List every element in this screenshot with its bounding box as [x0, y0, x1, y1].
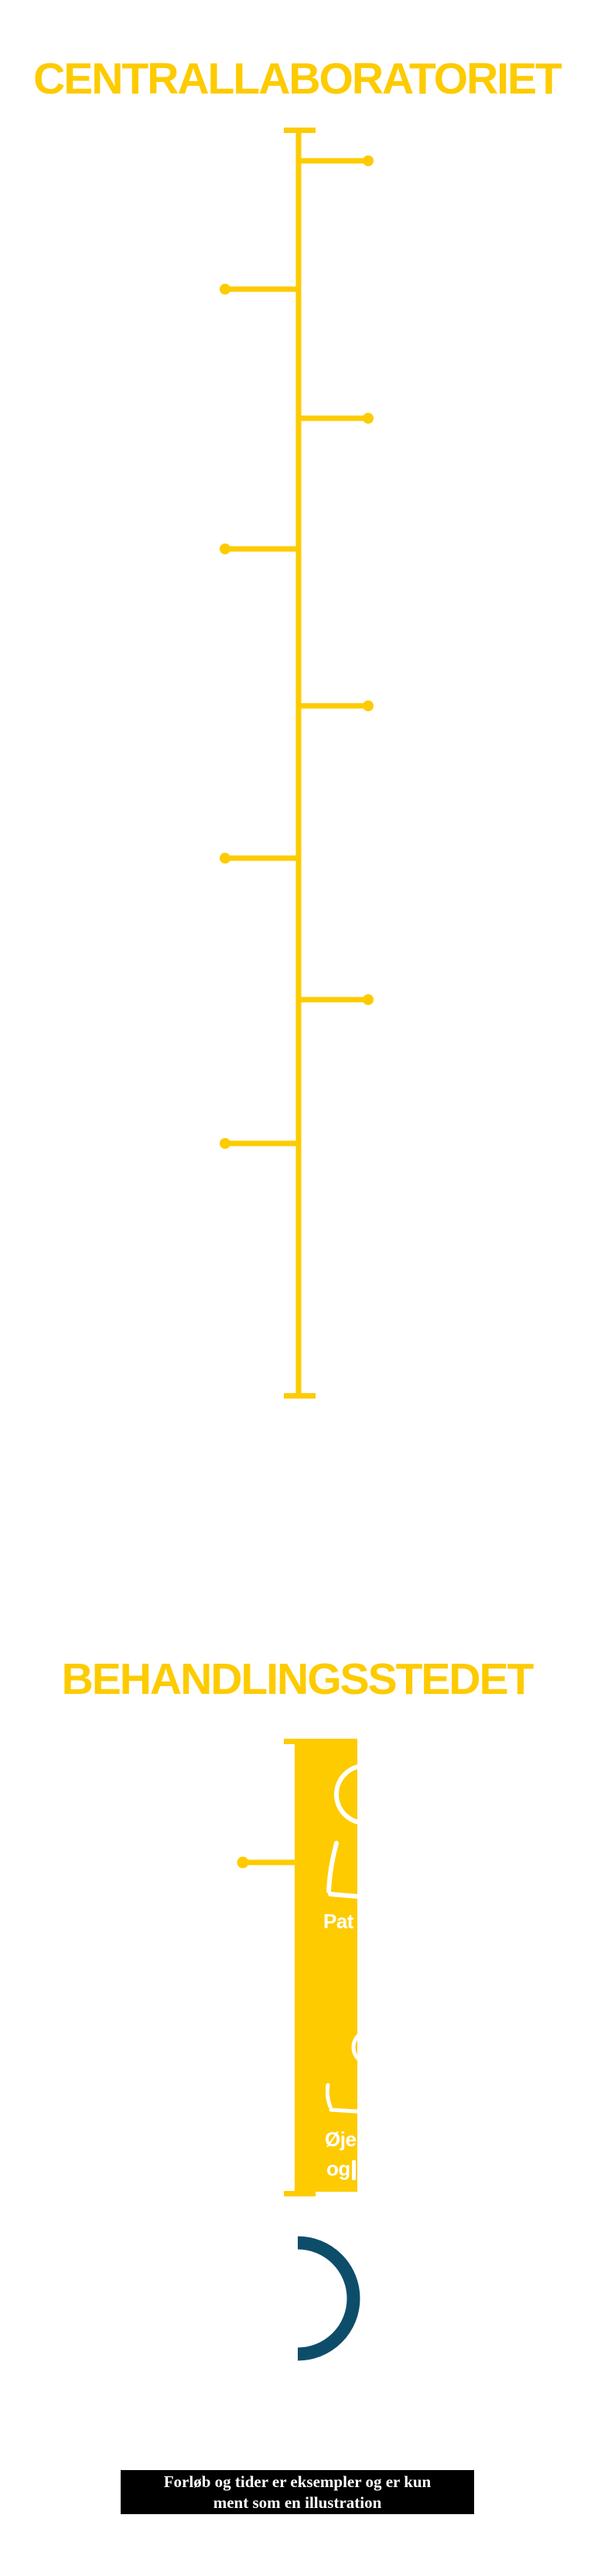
return-arc	[297, 2236, 360, 2361]
timeline-branch-dot	[220, 543, 230, 554]
timeline-branch-dot	[220, 284, 230, 295]
timeline-branch-dot	[363, 155, 374, 166]
person-icon	[326, 2033, 357, 2114]
timeline-branch-line	[299, 703, 367, 709]
timeline-top-cap	[284, 128, 316, 133]
section-title-centrallaboratoriet: CENTRALLABORATORIET	[33, 54, 562, 104]
timeline-branch-dot	[363, 413, 374, 424]
section-title-behandlingsstedet: BEHANDLINGSSTEDET	[61, 1654, 534, 1704]
timeline-branch-line	[299, 997, 367, 1003]
bar-label-patient: Pat	[323, 1910, 353, 1933]
timeline-branch-dot	[363, 700, 374, 711]
disclaimer-line2: ment som en illustration	[213, 2493, 382, 2512]
timeline-bottom-cap	[284, 1393, 316, 1399]
treatment-branch-dot	[237, 1856, 249, 1869]
person-icon	[326, 1764, 357, 1900]
timeline-line	[295, 128, 302, 1394]
clipped-letter-stem	[352, 2160, 356, 2180]
bar-label-stay-line1: Øje	[325, 2128, 357, 2151]
timeline-branch-line	[225, 546, 299, 552]
timeline-branch-dot	[220, 1138, 230, 1149]
timeline-branch-line	[225, 1140, 299, 1147]
timeline-branch-dot	[220, 853, 230, 864]
timeline-branch-dot	[363, 994, 374, 1005]
treatment-branch-line	[243, 1859, 295, 1866]
treatment-period-bar: Pat Øje og	[295, 1739, 357, 2192]
timeline-branch-line	[225, 855, 299, 861]
timeline-branch-line	[225, 286, 299, 292]
disclaimer-line1: Forløb og tider er eksempler og er kun	[163, 2472, 432, 2491]
bar-label-stay-line2: og	[326, 2157, 350, 2180]
treatment-bottom-cap	[284, 2191, 316, 2196]
timeline-branch-line	[299, 415, 367, 421]
timeline-branch-line	[299, 158, 367, 164]
disclaimer-footer: Forløb og tider er eksempler og er kun m…	[121, 2470, 474, 2514]
